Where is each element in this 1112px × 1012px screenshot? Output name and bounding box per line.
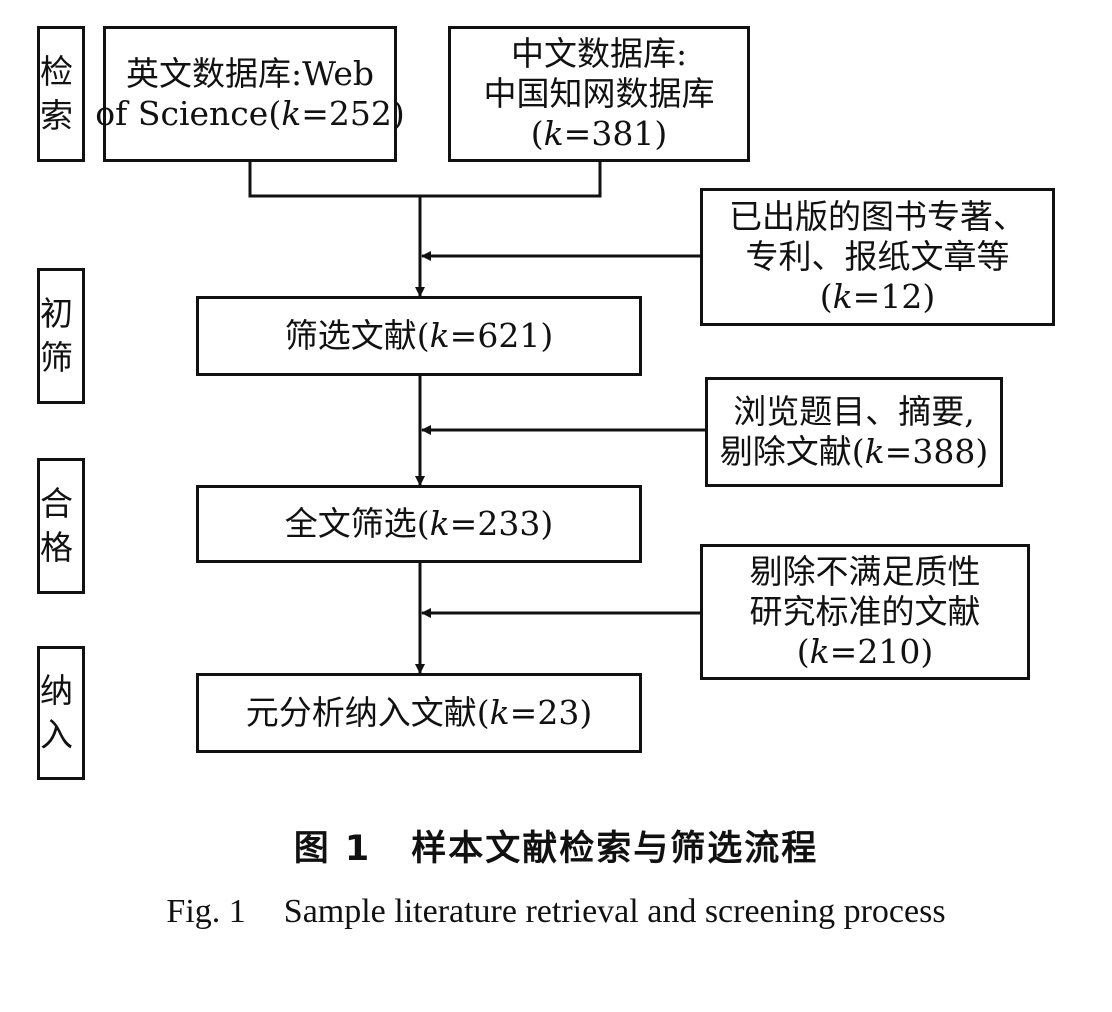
box-screened-line-1: 筛选文献(k=621) <box>284 316 554 355</box>
stage-label-initial-screening: 初筛 <box>37 268 85 404</box>
box-removed-quality-line-1: 剔除不满足质性 <box>749 552 981 591</box>
box-cnki-line-1: 中文数据库: <box>510 34 688 73</box>
box-wos-line-2: of Science(k=252) <box>95 94 405 133</box>
box-cnki-line-2: 中国知网数据库 <box>483 74 715 113</box>
box-fulltext-line-1: 全文筛选(k=233) <box>284 504 554 543</box>
box-removed-by-abstract: 浏览题目、摘要, 剔除文献(k=388) <box>705 377 1003 487</box>
box-books-line-2: 专利、报纸文章等 <box>745 237 1010 276</box>
stage-label-inclusion-text: 纳入 <box>40 671 73 754</box>
box-cnki-line-3: (k=381) <box>530 114 668 153</box>
stage-label-inclusion: 纳入 <box>37 646 85 780</box>
box-removed-quality-line-2: 研究标准的文献 <box>749 592 981 631</box>
box-books-line-3: (k=12) <box>819 277 936 316</box>
figure-title-chinese: 样本文献检索与筛选流程 <box>411 829 819 869</box>
box-books-line-1: 已出版的图书专著、 <box>729 197 1026 236</box>
figure-label-english: Fig. 1 <box>166 893 246 930</box>
merge-bracket <box>248 162 602 198</box>
box-full-text-screening: 全文筛选(k=233) <box>196 485 642 563</box>
box-meta-analysis-included: 元分析纳入文献(k=23) <box>196 673 642 753</box>
box-cnki: 中文数据库: 中国知网数据库 (k=381) <box>448 26 750 162</box>
stage-label-retrieval-text: 检索 <box>40 52 73 135</box>
figure-label-chinese: 图 1 <box>293 829 372 869</box>
box-removed-abstract-line-2: 剔除文献(k=388) <box>719 432 989 471</box>
box-wos-line-1: 英文数据库:Web <box>126 54 374 93</box>
stage-label-retrieval: 检索 <box>37 26 85 162</box>
box-removed-by-quality: 剔除不满足质性 研究标准的文献 (k=210) <box>700 544 1030 680</box>
box-included-line-1: 元分析纳入文献(k=23) <box>245 693 593 732</box>
figure-caption-english: Fig. 1 Sample literature retrieval and sc… <box>0 893 1112 931</box>
box-books-patents: 已出版的图书专著、 专利、报纸文章等 (k=12) <box>700 188 1055 326</box>
stage-label-eligibility-text: 合格 <box>40 484 73 567</box>
box-web-of-science: 英文数据库:Web of Science(k=252) <box>95 26 405 162</box>
box-removed-quality-line-3: (k=210) <box>796 632 934 671</box>
stage-label-initial-screening-text: 初筛 <box>40 294 73 377</box>
stage-label-eligibility: 合格 <box>37 458 85 594</box>
figure-caption-chinese: 图 1 样本文献检索与筛选流程 <box>0 820 1112 871</box>
box-screened-literature: 筛选文献(k=621) <box>196 296 642 376</box>
box-removed-abstract-line-1: 浏览题目、摘要, <box>733 392 975 431</box>
figure-title-english: Sample literature retrieval and screenin… <box>283 893 946 930</box>
